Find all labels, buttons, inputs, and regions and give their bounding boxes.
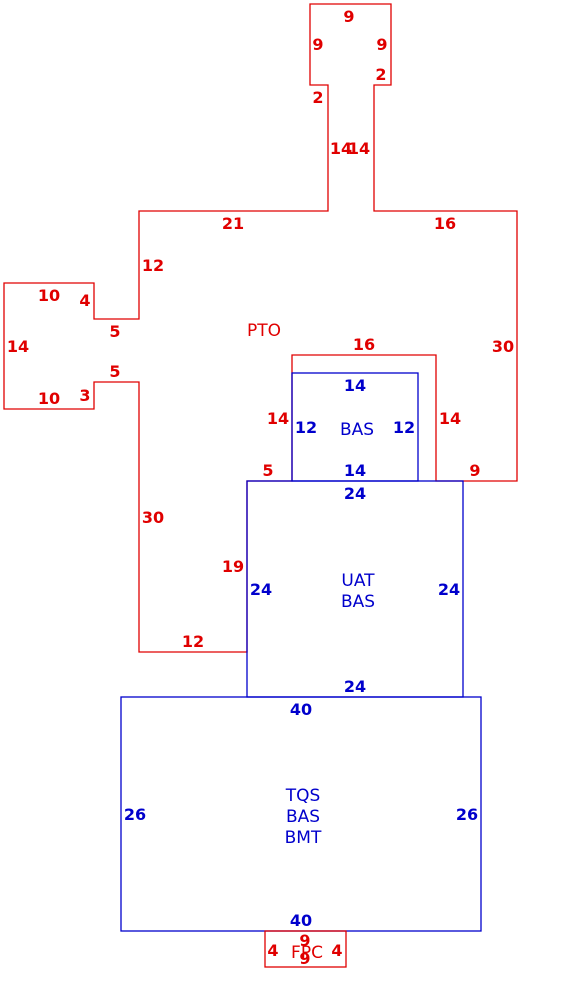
dim-label: 14 <box>439 409 461 428</box>
fpc-outline <box>264 930 347 968</box>
dim-label: 4 <box>331 941 342 960</box>
dim-label: 24 <box>250 580 272 599</box>
dim-label: 14 <box>7 337 29 356</box>
dim-label: 14 <box>330 139 352 158</box>
area-label-fpc: FPC <box>291 943 323 963</box>
dim-label: 26 <box>456 805 478 824</box>
dim-label: 12 <box>182 632 204 651</box>
dim-label: 2 <box>312 88 323 107</box>
dim-label: 24 <box>344 677 366 696</box>
dim-label: 9 <box>299 931 310 950</box>
dim-label: 5 <box>109 362 120 381</box>
dim-label: 24 <box>344 484 366 503</box>
dim-label: 30 <box>492 337 514 356</box>
dim-label: 10 <box>38 286 60 305</box>
dim-label: 12 <box>393 418 415 437</box>
dim-label: 12 <box>295 418 317 437</box>
dim-label: 26 <box>124 805 146 824</box>
dim-label: 2 <box>375 65 386 84</box>
dim-label: 4 <box>267 941 278 960</box>
dim-label: 30 <box>142 508 164 527</box>
dim-label: 9 <box>343 7 354 26</box>
dim-label: 12 <box>142 256 164 275</box>
dim-label: 16 <box>434 214 456 233</box>
dim-label: 14 <box>344 461 366 480</box>
dim-label: 14 <box>348 139 370 158</box>
area-label-uat-bas: BAS <box>341 592 375 612</box>
dim-label: 19 <box>222 557 244 576</box>
area-label-tqs-bmt: BMT <box>285 828 322 848</box>
dim-label: 9 <box>299 949 310 968</box>
dim-label: 40 <box>290 700 312 719</box>
dim-label: 9 <box>312 35 323 54</box>
area-label-tqs-bas: BAS <box>286 807 320 827</box>
pto-outline <box>3 3 518 653</box>
dim-label: 3 <box>79 386 90 405</box>
dim-label: 14 <box>344 376 366 395</box>
dim-label: 5 <box>109 322 120 341</box>
dim-label: 21 <box>222 214 244 233</box>
area-label-tqs: TQS <box>285 786 321 806</box>
dim-label: 5 <box>262 461 273 480</box>
area-label-uat: UAT <box>341 571 375 591</box>
area-label-bas: BAS <box>340 420 374 440</box>
dim-label: 9 <box>376 35 387 54</box>
area-label-pto: PTO <box>247 321 281 341</box>
dim-label: 9 <box>469 461 480 480</box>
dim-label: 16 <box>353 335 375 354</box>
dim-label: 14 <box>267 409 289 428</box>
dim-label: 24 <box>438 580 460 599</box>
dim-label: 10 <box>38 389 60 408</box>
dim-label: 40 <box>290 911 312 930</box>
dim-label: 4 <box>79 291 90 310</box>
